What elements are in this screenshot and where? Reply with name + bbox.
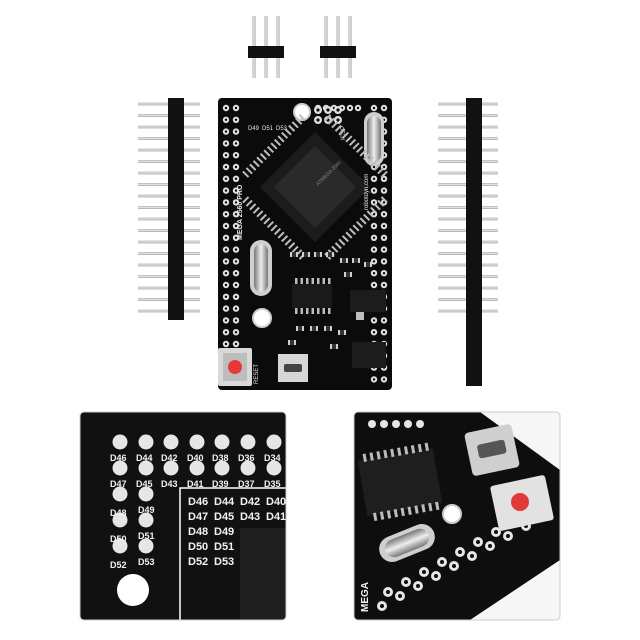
small-pin-header-right	[320, 16, 356, 78]
crystal-top	[364, 112, 384, 166]
board-title: MEGA 2560 PRO	[237, 184, 244, 240]
zoom-inner-pin-label: D40	[266, 496, 286, 508]
zoom-pin-label: D49	[138, 505, 155, 515]
zoom-pad	[214, 434, 230, 450]
zoom-pin-label: D40	[187, 453, 204, 463]
zoom-inner-pin-label: D48	[188, 526, 208, 538]
zoom-pad	[240, 460, 256, 476]
zoom-inner-pin-label: D45	[214, 511, 234, 523]
zoom-usb-connector	[464, 424, 520, 476]
zoom-pad	[189, 460, 205, 476]
zoom-pad	[163, 434, 179, 450]
zoom-mounting-hole	[442, 504, 462, 524]
zoom-pad	[189, 434, 205, 450]
zoom-side-text: MEGA	[360, 582, 371, 612]
header-label-2: D51	[262, 126, 274, 132]
mounting-hole-top	[293, 103, 311, 121]
icsp-header-pads	[314, 106, 342, 124]
zoom-pin-label: D46	[110, 453, 127, 463]
long-pin-header-right	[438, 98, 498, 386]
small-pin-header-left	[248, 16, 284, 78]
zoom-inner-pin-label: D43	[240, 511, 260, 523]
zoom-pad	[112, 460, 128, 476]
zoom-pad	[138, 460, 154, 476]
zoom-panel-board-angle: MEGA	[353, 411, 561, 621]
zoom-pin-label: D34	[264, 453, 281, 463]
header-label-1: D49	[248, 126, 260, 132]
zoom-inner-pin-label: D41	[266, 511, 286, 523]
crystal-bottom	[250, 240, 272, 296]
zoom-pin-label: D53	[138, 557, 155, 567]
zoom-pin-label: D35	[264, 479, 281, 489]
zoom-pin-label: D48	[110, 508, 127, 518]
zoom-panel-inner-frame	[179, 487, 286, 620]
zoom-inner-pin-label: D52	[188, 556, 208, 568]
zoom-inner-pin-label: D42	[240, 496, 260, 508]
icsp-label: ICSP	[341, 126, 347, 140]
micro-usb-connector	[278, 354, 308, 382]
zoom-mounting-hole	[117, 574, 149, 606]
passive-components	[288, 252, 372, 349]
zoom-inner-pin-label: D47	[188, 511, 208, 523]
zoom-pin-label: D39	[212, 479, 229, 489]
zoom-pin-label: D41	[187, 479, 204, 489]
voltage-regulator	[350, 290, 386, 320]
mounting-hole-bottom	[252, 308, 272, 328]
zoom-pad	[240, 434, 256, 450]
zoom-pin-label: D52	[110, 560, 127, 570]
zoom-pad	[214, 460, 230, 476]
zoom-pad	[266, 434, 282, 450]
zoom-chip	[357, 442, 443, 522]
zoom-pad	[163, 460, 179, 476]
zoom-inner-pin-label: D51	[214, 541, 234, 553]
zoom-pin-label: D43	[161, 479, 178, 489]
usb-serial-chip	[292, 278, 332, 314]
zoom-pin-label: D45	[136, 479, 153, 489]
zoom-inner-pin-label: D50	[188, 541, 208, 553]
regulator-2	[352, 342, 386, 368]
zoom-pin-label: D37	[238, 479, 255, 489]
zoom-inner-pin-label: D44	[214, 496, 235, 508]
zoom-pin-label: D42	[161, 453, 178, 463]
board-website: robotdyn.com	[364, 174, 370, 210]
zoom-pin-label: D36	[238, 453, 255, 463]
reset-button	[218, 348, 252, 386]
zoom-pin-label: D50	[110, 534, 127, 544]
zoom-pin-label: D47	[110, 479, 127, 489]
zoom-inner-pin-label: D46	[188, 496, 208, 508]
reset-label: RESET	[254, 364, 260, 384]
zoom-crystal	[379, 524, 435, 562]
zoom-inner-pin-label: D49	[214, 526, 234, 538]
zoom-pin-label: D51	[138, 531, 155, 541]
zoom-reset-button	[490, 475, 554, 531]
zoom-pad	[112, 434, 128, 450]
zoom-inner-pin-label: D53	[214, 556, 234, 568]
long-pin-header-left	[138, 98, 200, 320]
zoom-pin-label: D38	[212, 453, 229, 463]
zoom-pin-label: D44	[136, 453, 153, 463]
main-pcb-board: ICSP D49 D51 D53 ATMEGA 2560 MEGA 2560 P…	[218, 98, 392, 390]
zoom-pad	[138, 434, 154, 450]
zoom-pad	[266, 460, 282, 476]
header-label-3: D53	[276, 126, 288, 132]
